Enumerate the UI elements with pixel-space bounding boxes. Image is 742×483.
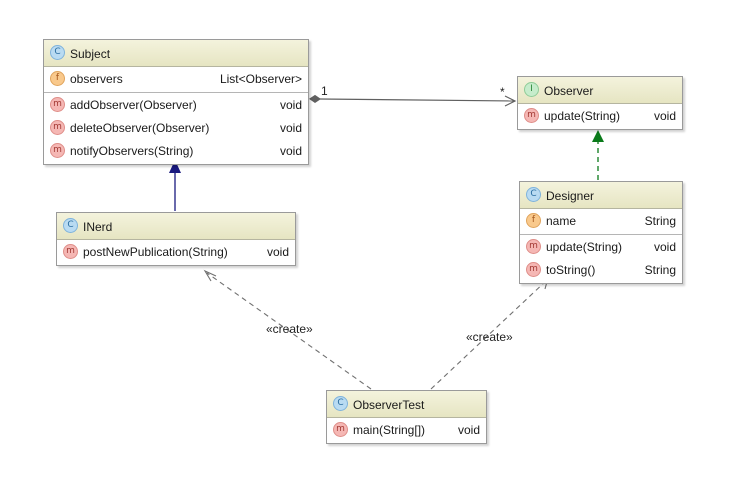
method-icon: m — [50, 120, 65, 136]
class-name-inerd: INerd — [83, 219, 113, 234]
create-label-inerd: «create» — [266, 322, 313, 336]
realization-arrow-designer-observer — [592, 130, 604, 180]
field-icon: f — [50, 71, 65, 87]
field-type: List<Observer> — [219, 72, 302, 86]
methods-section-observertest: m main(String[]) void — [327, 418, 486, 443]
method-row[interactable]: m main(String[]) void — [327, 419, 486, 442]
method-name: update(String) — [546, 240, 623, 254]
methods-section-inerd: m postNewPublication(String) void — [57, 240, 295, 265]
class-box-observer[interactable]: I Observer m update(String) void — [517, 76, 683, 130]
class-name-subject: Subject — [70, 46, 111, 61]
method-return-type: void — [279, 98, 302, 112]
class-box-inerd[interactable]: C INerd m postNewPublication(String) void — [56, 212, 296, 266]
method-name: toString() — [546, 263, 596, 277]
runnable-class-icon: C — [333, 396, 348, 412]
class-header-observertest[interactable]: C ObserverTest — [327, 391, 486, 418]
class-header-designer[interactable]: C Designer — [520, 182, 682, 209]
method-return-type: void — [457, 423, 480, 437]
method-name: main(String[]) — [353, 423, 426, 437]
methods-section-subject: m addObserver(Observer) void m deleteObser… — [44, 93, 308, 164]
method-return-type: void — [279, 144, 302, 158]
dependency-arrow-observertest-inerd — [203, 269, 372, 390]
method-row[interactable]: m update(String) void — [518, 105, 682, 128]
method-name: deleteObserver(Observer) — [70, 121, 210, 135]
method-return-type: void — [266, 245, 289, 259]
method-name: addObserver(Observer) — [70, 98, 197, 112]
multiplicity-target-label: * — [500, 85, 505, 99]
methods-section-designer: m update(String) void m toString() String — [520, 235, 682, 283]
method-return-type: void — [653, 109, 676, 123]
field-icon: f — [526, 213, 541, 229]
method-return-type: void — [279, 121, 302, 135]
field-name: name — [546, 214, 577, 228]
method-return-type: String — [644, 263, 676, 277]
method-row[interactable]: m postNewPublication(String) void — [57, 241, 295, 264]
method-row[interactable]: m toString() String — [520, 259, 682, 282]
class-box-observertest[interactable]: C ObserverTest m main(String[]) void — [326, 390, 487, 444]
interface-icon: I — [524, 82, 539, 98]
methods-section-observer: m update(String) void — [518, 104, 682, 129]
class-icon: C — [63, 218, 78, 234]
class-name-observer: Observer — [544, 83, 594, 98]
static-method-icon: m — [333, 422, 348, 438]
method-name: notifyObservers(String) — [70, 144, 194, 158]
method-icon: m — [526, 262, 541, 278]
class-header-observer[interactable]: I Observer — [518, 77, 682, 104]
method-icon: m — [526, 239, 541, 255]
method-name: postNewPublication(String) — [83, 245, 228, 259]
field-type: String — [644, 214, 676, 228]
method-icon: m — [524, 108, 539, 124]
class-name-observertest: ObserverTest — [353, 397, 425, 412]
field-name: observers — [70, 72, 123, 86]
method-icon: m — [50, 97, 65, 113]
class-header-subject[interactable]: C Subject — [44, 40, 308, 67]
composition-arrow-subject-observer — [309, 94, 517, 107]
field-row[interactable]: f observers List<Observer> — [44, 68, 308, 91]
abstract-class-icon: C — [50, 45, 65, 61]
fields-section-subject: f observers List<Observer> — [44, 67, 308, 93]
class-name-designer: Designer — [546, 188, 595, 203]
class-icon: C — [526, 187, 541, 203]
method-name: update(String) — [544, 109, 621, 123]
method-icon: m — [50, 143, 65, 159]
method-row[interactable]: m update(String) void — [520, 236, 682, 259]
method-row[interactable]: m deleteObserver(Observer) void — [44, 117, 308, 140]
method-icon: m — [63, 244, 78, 260]
inheritance-arrow-inerd-subject — [169, 160, 181, 211]
multiplicity-source-label: 1 — [321, 84, 328, 98]
class-header-inerd[interactable]: C INerd — [57, 213, 295, 240]
create-label-designer: «create» — [466, 330, 513, 344]
method-row[interactable]: m notifyObservers(String) void — [44, 140, 308, 163]
method-return-type: void — [653, 240, 676, 254]
method-row[interactable]: m addObserver(Observer) void — [44, 94, 308, 117]
